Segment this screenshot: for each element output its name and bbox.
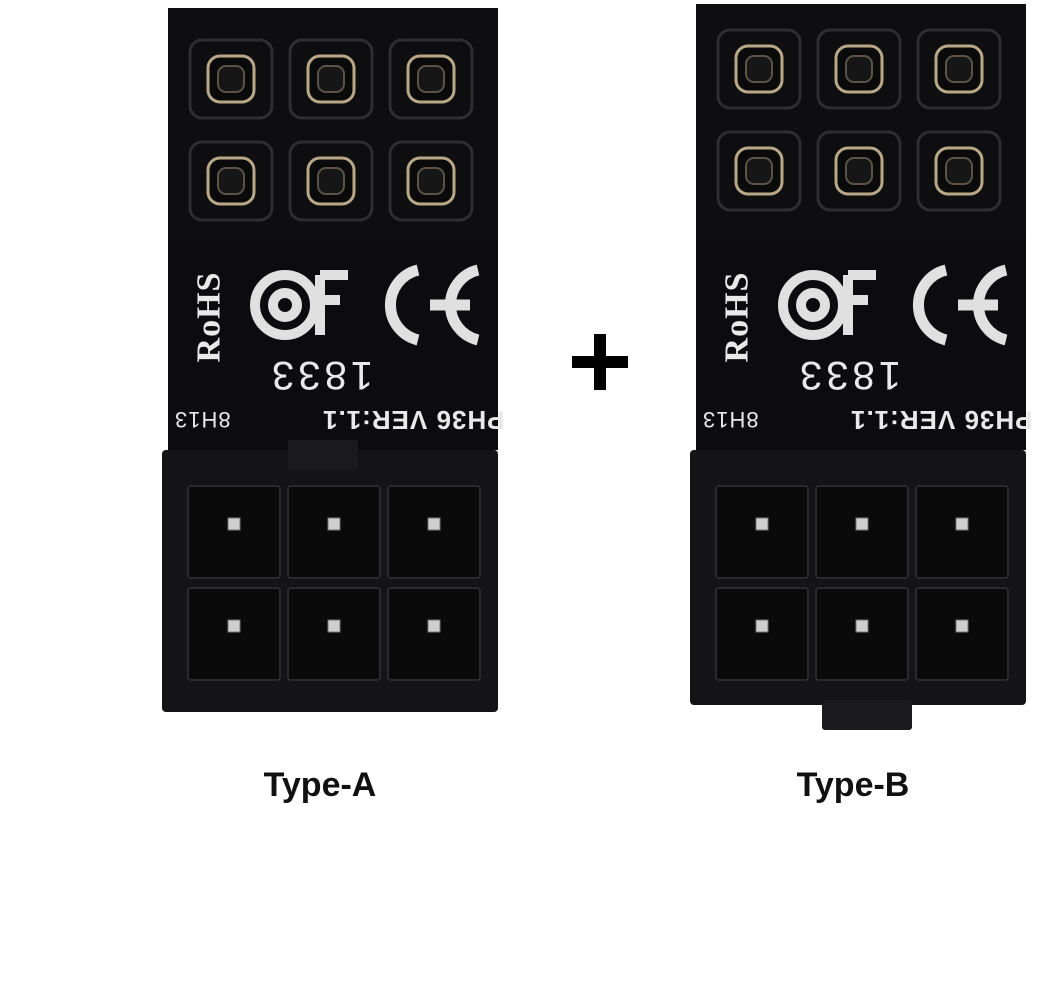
fc-logo: [778, 270, 876, 340]
socket: [287, 485, 381, 579]
socket: [387, 485, 481, 579]
socket: [187, 587, 281, 681]
connector-sockets: [187, 485, 481, 681]
solder-pad: [288, 140, 374, 222]
solder-pad: [916, 28, 1002, 110]
model-version: PH36 VER:1.1: [850, 405, 1033, 435]
solder-pad: [188, 38, 274, 120]
plus-icon: [572, 334, 628, 390]
date-code: 1833: [268, 353, 373, 397]
lot-code: 8H13: [702, 407, 759, 432]
ce-logo: [384, 264, 480, 346]
adapter-b-graphic: [690, 4, 1026, 730]
socket: [287, 587, 381, 681]
socket: [715, 587, 809, 681]
date-code: 1833: [796, 353, 901, 397]
socket: [815, 485, 909, 579]
solder-pad: [816, 130, 902, 212]
socket: [187, 485, 281, 579]
socket: [815, 587, 909, 681]
model-version: PH36 VER:1.1: [322, 405, 505, 435]
fc-logo: [250, 270, 348, 340]
socket: [387, 587, 481, 681]
socket: [915, 587, 1009, 681]
ce-logo: [912, 264, 1008, 346]
solder-pad: [916, 130, 1002, 212]
solder-pad: [388, 140, 474, 222]
solder-pad: [716, 28, 802, 110]
connector-sockets: [715, 485, 1009, 681]
socket: [915, 485, 1009, 579]
rohs-mark: RoHS: [718, 271, 756, 363]
solder-pads: [188, 38, 474, 222]
solder-pad: [716, 130, 802, 212]
caption-type-a: Type-A: [263, 766, 377, 804]
solder-pads: [716, 28, 1002, 212]
caption-type-b: Type-B: [796, 766, 910, 804]
connector-latch: [288, 440, 358, 470]
solder-pad: [816, 28, 902, 110]
adapter-type-b: RoHS 1833 PH36 VER:1.1 8H13: [688, 0, 1033, 735]
lot-code: 8H13: [174, 407, 231, 432]
adapter-type-a: RoHS 1833 PH36 VER:1.1 8H13: [160, 0, 505, 715]
solder-pad: [388, 38, 474, 120]
solder-pad-board: [696, 4, 1026, 236]
socket: [715, 485, 809, 579]
solder-pad: [188, 140, 274, 222]
adapter-a-graphic: [162, 8, 498, 712]
rohs-mark: RoHS: [190, 271, 228, 363]
connector-latch: [822, 700, 912, 730]
solder-pad: [288, 38, 374, 120]
